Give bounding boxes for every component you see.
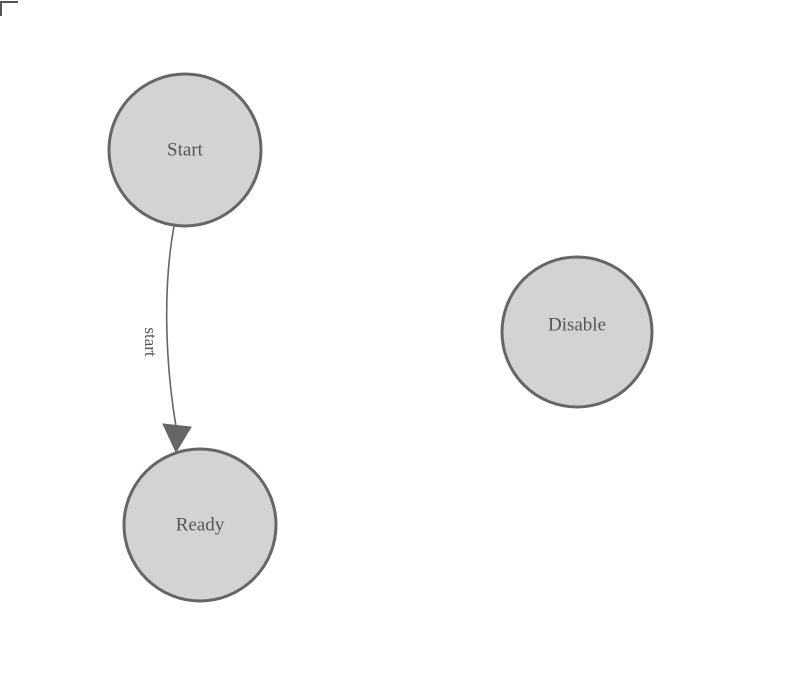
node-ready-circle[interactable]	[122, 447, 278, 603]
node-disable-label: Disable	[548, 314, 606, 335]
arrowhead-icon	[162, 423, 192, 454]
edge-start-to-ready[interactable]: start	[141, 225, 192, 454]
edge-path[interactable]	[165, 225, 178, 433]
node-ready-label: Ready	[176, 514, 225, 535]
node-ready[interactable]: Ready	[122, 447, 278, 603]
corner-bracket-mark	[0, 1, 18, 16]
node-start-circle[interactable]	[107, 72, 263, 228]
corner-bracket-icon	[0, 1, 18, 16]
node-disable[interactable]: Disable	[500, 255, 654, 409]
node-disable-circle[interactable]	[500, 255, 654, 409]
node-start-label: Start	[167, 139, 204, 160]
node-start[interactable]: Start	[107, 72, 263, 228]
edge-label-start: start	[141, 327, 160, 357]
